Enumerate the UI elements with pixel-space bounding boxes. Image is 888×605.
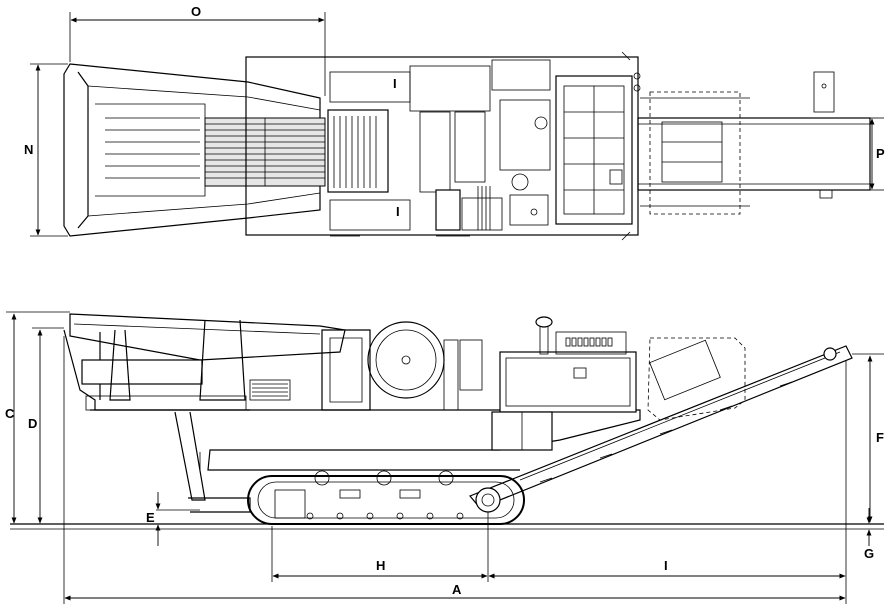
dimension-G: G	[864, 508, 874, 561]
label-O: O	[191, 4, 201, 19]
crawler-track	[247, 475, 525, 525]
dimension-H: H	[271, 512, 489, 582]
flywheel	[367, 321, 445, 399]
dimension-F: F	[852, 353, 884, 523]
label-I-top-upper: I	[393, 76, 397, 91]
dimension-D: D	[28, 327, 64, 524]
dimension-N: N	[24, 63, 68, 237]
label-H: H	[376, 558, 385, 573]
label-I-length: I	[664, 558, 668, 573]
label-E: E	[146, 510, 155, 525]
side-view	[10, 313, 884, 530]
crusher-jaw-plan	[333, 116, 377, 188]
dimension-I-length: I	[488, 360, 847, 582]
label-D: D	[28, 416, 37, 431]
label-F: F	[876, 430, 884, 445]
dimension-P: P	[869, 117, 885, 191]
engine-vents	[565, 337, 613, 347]
label-I-top-lower: I	[396, 204, 400, 219]
dimension-A: A	[63, 336, 847, 604]
dimension-C: C	[5, 311, 70, 524]
dimension-E: E	[146, 492, 200, 546]
plan-view	[63, 51, 871, 241]
grizzly-bars	[105, 117, 200, 179]
label-A: A	[452, 582, 462, 597]
feeder-slots	[204, 117, 326, 187]
dimension-O: O	[69, 4, 326, 96]
label-C: C	[5, 406, 15, 421]
label-N: N	[24, 142, 33, 157]
label-P: P	[876, 146, 885, 161]
conveyor-idlers	[539, 381, 793, 483]
label-G: G	[864, 546, 874, 561]
